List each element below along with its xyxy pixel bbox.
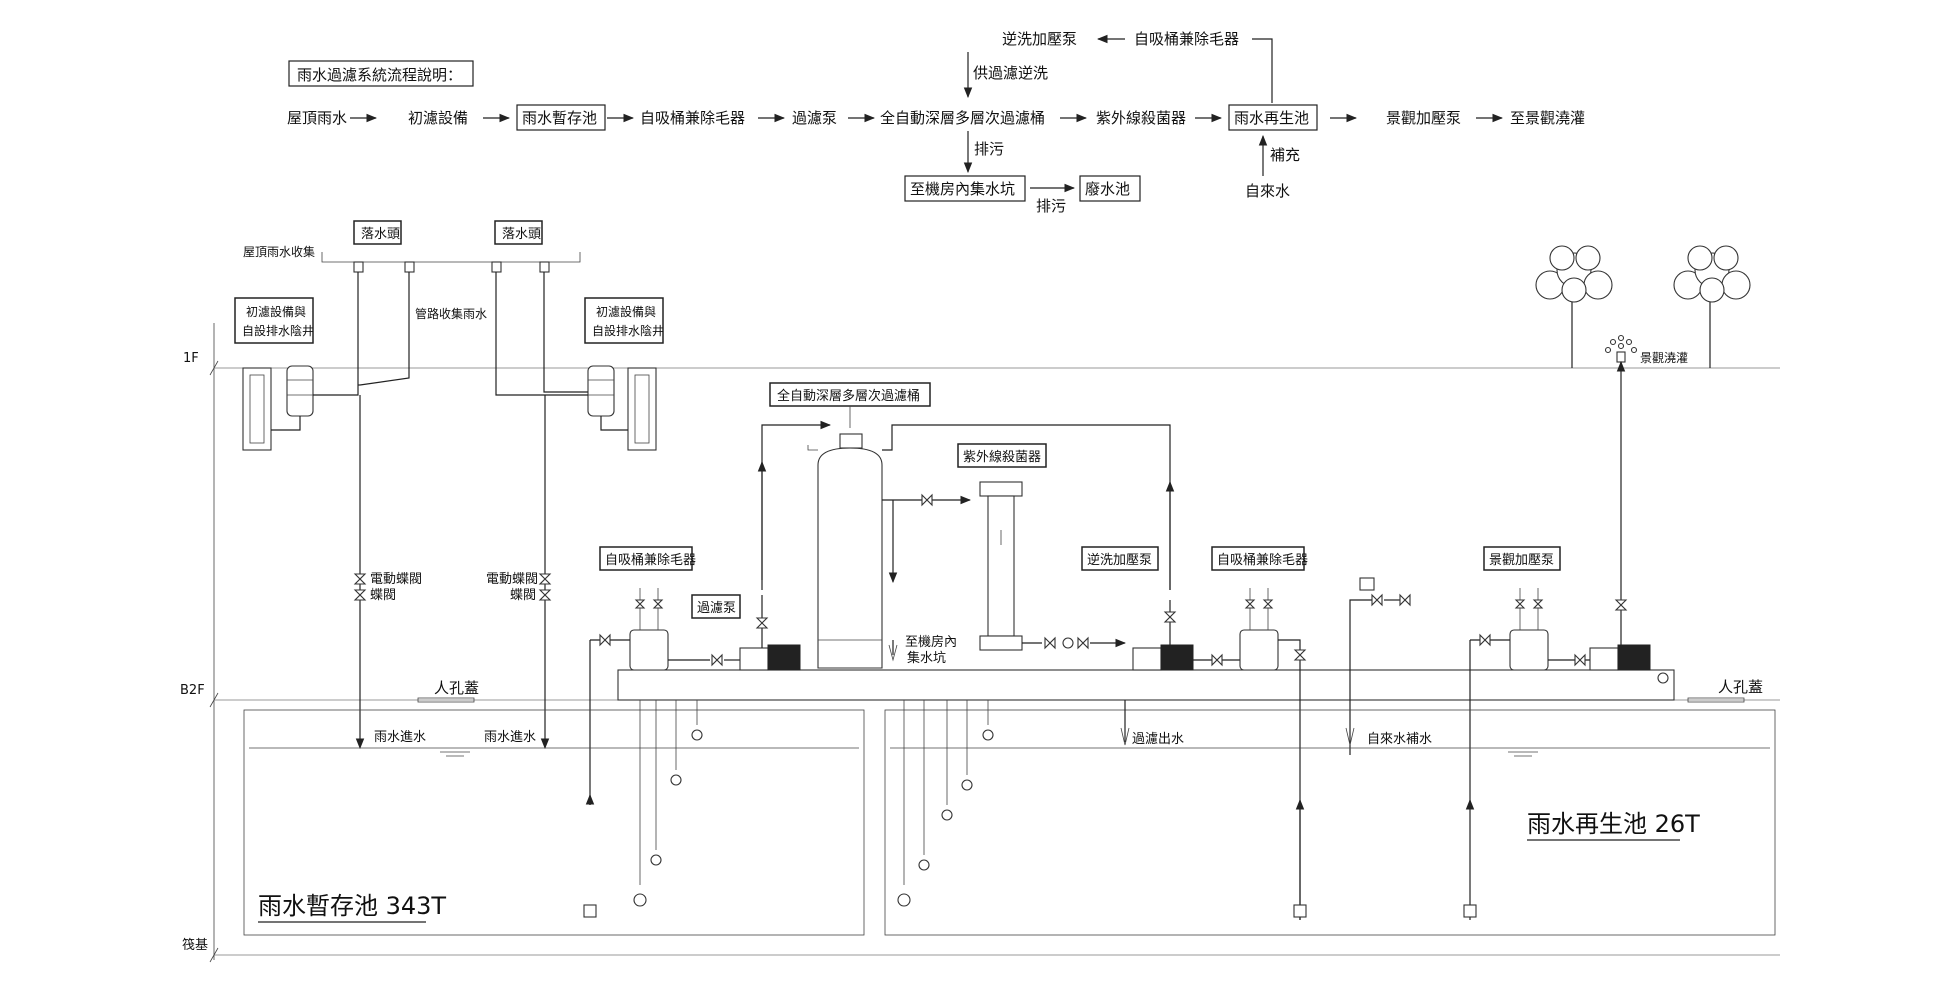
level-base: 筏基: [182, 937, 208, 953]
equipment-platform: 人孔蓋 人孔蓋: [417, 669, 1763, 703]
manhole-2: 人孔蓋: [1718, 678, 1763, 696]
flow-replenish: 補充: [1270, 146, 1300, 164]
level-b2f: B2F: [180, 683, 205, 698]
uv-sterilizer-group: 紫外線殺菌器: [957, 443, 1127, 651]
roof-collect-label: 屋頂雨水收集: [243, 244, 315, 259]
flow-tap-water: 自來水: [1245, 182, 1290, 200]
flow-backwash-pump: 逆洗加壓泵: [1002, 30, 1077, 48]
flow-backwash-supply: 供過濾逆洗: [973, 64, 1048, 82]
flow-drain-target: 至機房內集水坑: [910, 180, 1015, 198]
downspout-1: 落水頭: [361, 227, 400, 242]
landscape-irrigation-label: 景觀澆灌: [1640, 351, 1688, 365]
filtered-out: 過濾出水: [1132, 732, 1184, 747]
to-sump-l2: 集水坑: [907, 650, 946, 666]
manhole-1: 人孔蓋: [434, 679, 479, 697]
level-1f: 1F: [183, 351, 199, 366]
storage-pool: 雨水進水 雨水進水 雨水暫存池 343T: [243, 700, 865, 936]
landscape-pump-label: 景觀加壓泵: [1489, 553, 1554, 568]
sprinkler-icon: [1604, 334, 1638, 363]
flow-title: 雨水過濾系統流程說明：: [297, 66, 462, 84]
self-priming-tank-1: [629, 629, 669, 671]
roof-collection: 屋頂雨水收集 落水頭 落水頭 管路收集雨水 初濾設備與 自設排水陰井 初濾設備與…: [234, 220, 664, 750]
pump-set-2: [1132, 577, 1411, 920]
prefilter-left-l1: 初濾設備與: [246, 304, 306, 319]
trees: 景觀澆灌: [1535, 245, 1751, 590]
self-priming-2-label: 自吸桶兼除毛器: [1217, 553, 1308, 568]
filter-tank-group: 全自動深層多層次過濾桶 至機房內 集水坑: [757, 382, 1175, 669]
self-priming-1-label: 自吸桶兼除毛器: [605, 553, 696, 568]
prefilter-right-unit: [587, 365, 615, 417]
flow-step-filter-tank: 全自動深層多層次過濾桶: [880, 109, 1045, 127]
filter-tank-label: 全自動深層多層次過濾桶: [777, 388, 920, 404]
recycle-pool: 過濾出水 自來水補水 雨水再生池 26T: [884, 700, 1776, 936]
tree-icon: [1673, 245, 1751, 368]
flow-step-storage-pool: 雨水暫存池: [522, 109, 597, 127]
rain-in-1: 雨水進水: [374, 730, 426, 745]
prefilter-right-l2: 自設排水陰井: [592, 323, 664, 338]
equipment-labels: 自吸桶兼除毛器 過濾泵 逆洗加壓泵 自吸桶兼除毛器 景觀加壓泵: [599, 546, 1561, 619]
pipe-collect-label: 管路收集雨水: [415, 306, 487, 321]
filter-tank: [817, 447, 883, 669]
flow-title-box: [288, 60, 474, 87]
prefilter-right-box: [584, 297, 664, 344]
recycle-pool-label: 雨水再生池 26T: [1527, 810, 1700, 838]
backwash-pump: [1132, 647, 1162, 671]
flow-drain-label-2: 排污: [1036, 197, 1066, 215]
flow-step-recycle-pool: 雨水再生池: [1234, 109, 1309, 127]
flow-step-roof-rain: 屋頂雨水: [287, 109, 347, 127]
flow-step-uv: 紫外線殺菌器: [1096, 109, 1186, 127]
filter-pump: [739, 647, 769, 671]
concrete-slab: [617, 669, 1675, 701]
prefilter-left-pit: [242, 367, 272, 451]
filter-pump-label: 過濾泵: [697, 601, 736, 616]
valve-right-l1: 電動蝶閥: [486, 572, 538, 587]
downspout-2: 落水頭: [502, 227, 541, 242]
prefilter-right-pit: [627, 367, 657, 451]
self-priming-tank-3: [1509, 629, 1549, 671]
valve-left-l2: 蝶閥: [370, 588, 396, 603]
flow-step-prefilter: 初濾設備: [408, 109, 468, 127]
prefilter-left-box: [234, 297, 314, 344]
tree-icon: [1535, 245, 1613, 368]
self-priming-tank-2: [1239, 629, 1279, 671]
pump-set-3: [1469, 588, 1651, 805]
storage-pool-label: 雨水暫存池 343T: [258, 892, 446, 920]
valve-left-l1: 電動蝶閥: [370, 572, 422, 587]
rain-in-2: 雨水進水: [484, 730, 536, 745]
valve-right-l2: 蝶閥: [510, 588, 536, 603]
backwash-pump-label: 逆洗加壓泵: [1087, 552, 1152, 568]
flow-step-landscape-pump: 景觀加壓泵: [1386, 109, 1461, 127]
flow-step-filter-pump: 過濾泵: [792, 109, 837, 127]
tap-makeup: 自來水補水: [1367, 732, 1432, 747]
flow-description: 雨水過濾系統流程說明： 屋頂雨水 初濾設備 雨水暫存池 自吸桶兼除毛器 過濾泵 …: [287, 30, 1585, 215]
uv-sterilizer: [987, 495, 1015, 637]
flow-waste-pool: 廢水池: [1085, 180, 1130, 198]
flow-backwash-filter: 自吸桶兼除毛器: [1134, 30, 1239, 48]
flow-step-to-irrigation: 至景觀澆灌: [1510, 109, 1585, 127]
pump-set-1: [589, 588, 801, 805]
flow-drain-label: 排污: [974, 140, 1004, 158]
prefilter-left-unit: [286, 365, 314, 417]
prefilter-right-l1: 初濾設備與: [596, 304, 656, 319]
prefilter-left-l2: 自設排水陰井: [242, 323, 314, 338]
landscape-pump: [1589, 647, 1619, 671]
to-sump-l1: 至機房內: [905, 634, 957, 650]
flow-step-self-priming: 自吸桶兼除毛器: [640, 109, 745, 127]
uv-sterilizer-label: 紫外線殺菌器: [963, 449, 1041, 465]
